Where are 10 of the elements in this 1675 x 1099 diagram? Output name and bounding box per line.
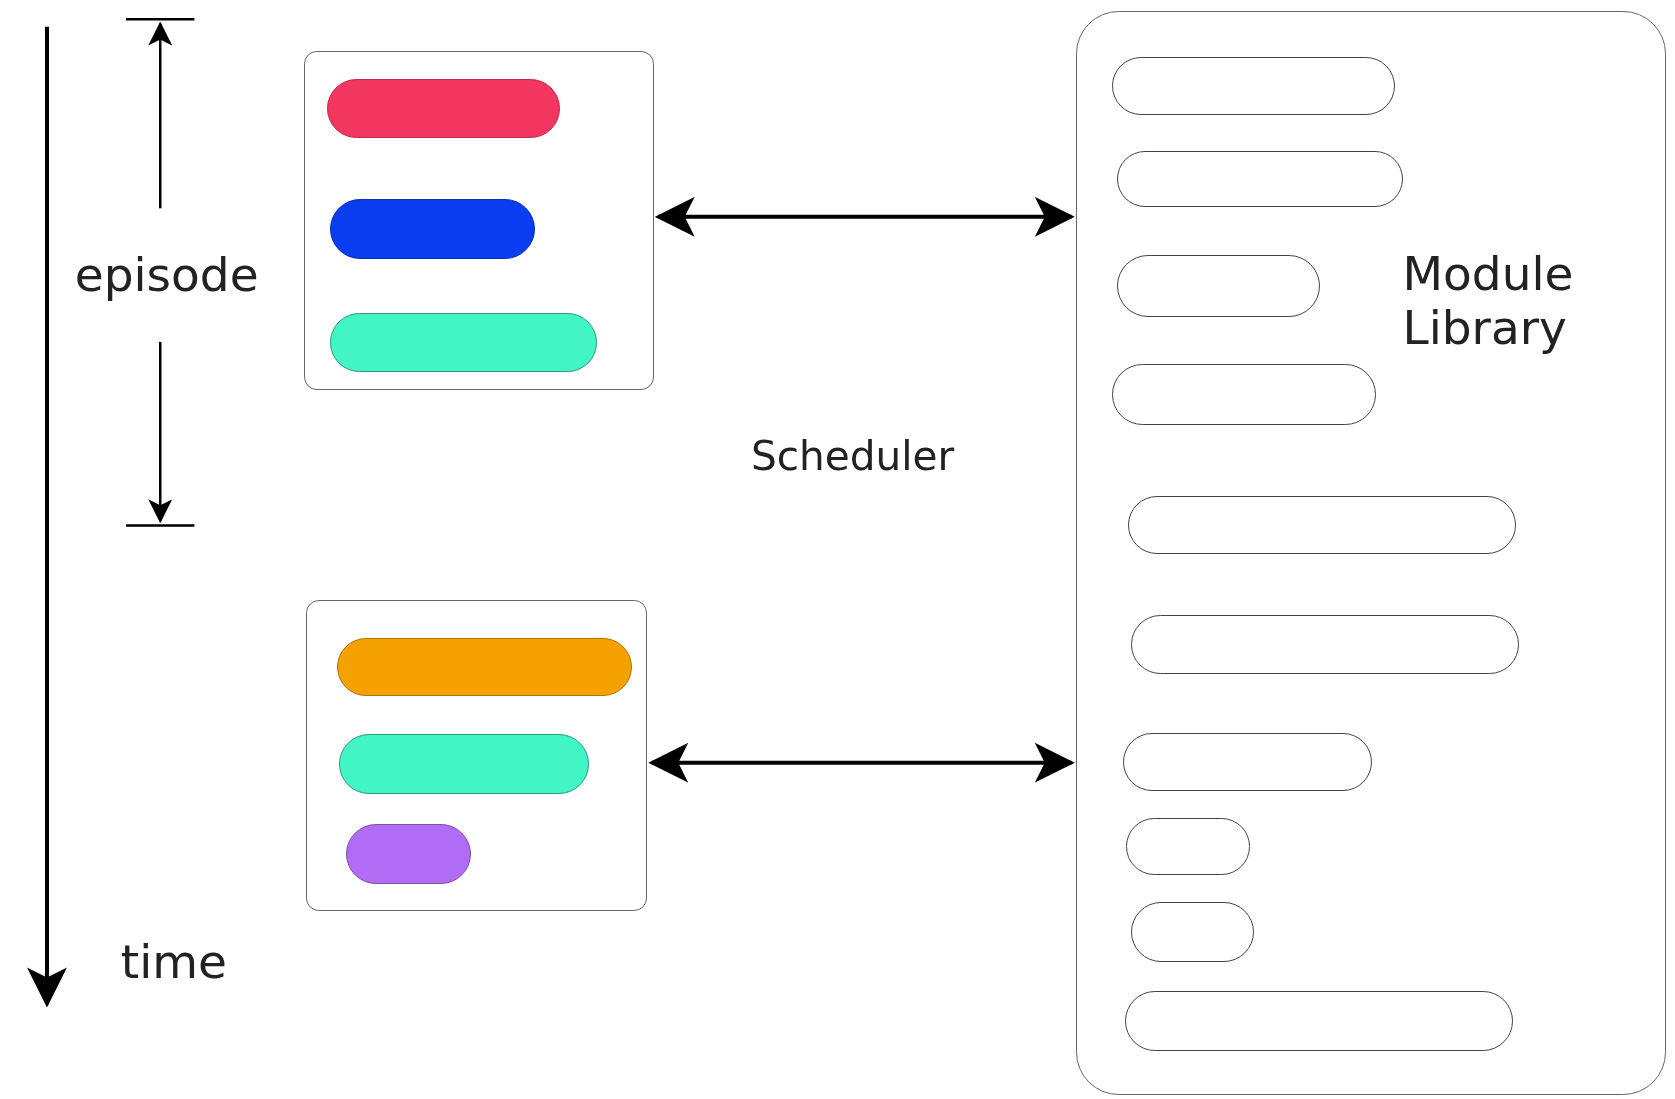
library-panel [1075,10,1667,1095]
episode-box [305,600,648,912]
panel-title: Module Library [1402,246,1575,355]
double-arrow [654,196,1075,237]
episode-box [304,51,654,390]
component-label: Scheduler [750,432,955,480]
module-pill [1125,818,1250,875]
axis-label: time [120,934,227,989]
dimension-label: episode [74,247,259,302]
double-arrow [648,742,1075,783]
